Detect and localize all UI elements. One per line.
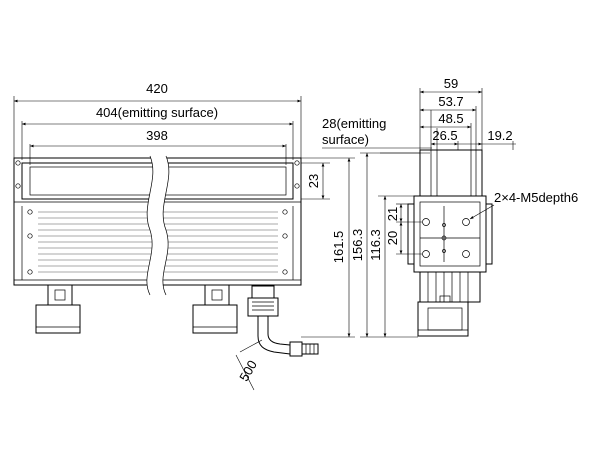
dim-inner-width: 398 [146, 128, 168, 143]
dim-cable-length: 500 [236, 358, 260, 384]
dim-top-48-5: 48.5 [438, 111, 463, 126]
dim-emitting-width: 404(emitting surface) [96, 105, 218, 120]
dim-top-19-2: 19.2 [487, 128, 512, 143]
dim-side-20: 20 [385, 231, 400, 245]
dim-side-height-2: 116.3 [368, 229, 383, 261]
dim-window-height: 23 [306, 174, 321, 188]
mounting-foot-left [35, 284, 81, 334]
dim-side-height-1: 156.3 [350, 229, 365, 262]
dim-top-26-5: 26.5 [432, 128, 457, 143]
dim-top-59: 59 [444, 76, 458, 91]
mounting-foot-right [192, 284, 238, 334]
dim-emitting-depth-line1: 28(emitting [322, 116, 386, 131]
dim-overall-width: 420 [146, 81, 168, 96]
dim-emitting-depth-line2: surface) [322, 132, 369, 147]
hole-spec-label: 2×4-M5depth6 [494, 190, 578, 205]
mounting-screws [15, 160, 300, 275]
dim-top-53-7: 53.7 [438, 94, 463, 109]
front-view: 420 404(emitting surface) 398 [13, 81, 355, 391]
side-view: 59 53.7 48.5 26.5 19.2 [350, 76, 578, 338]
cable-connector [247, 285, 319, 357]
dim-front-height: 161.5 [331, 231, 346, 264]
dim-side-21: 21 [385, 207, 400, 221]
